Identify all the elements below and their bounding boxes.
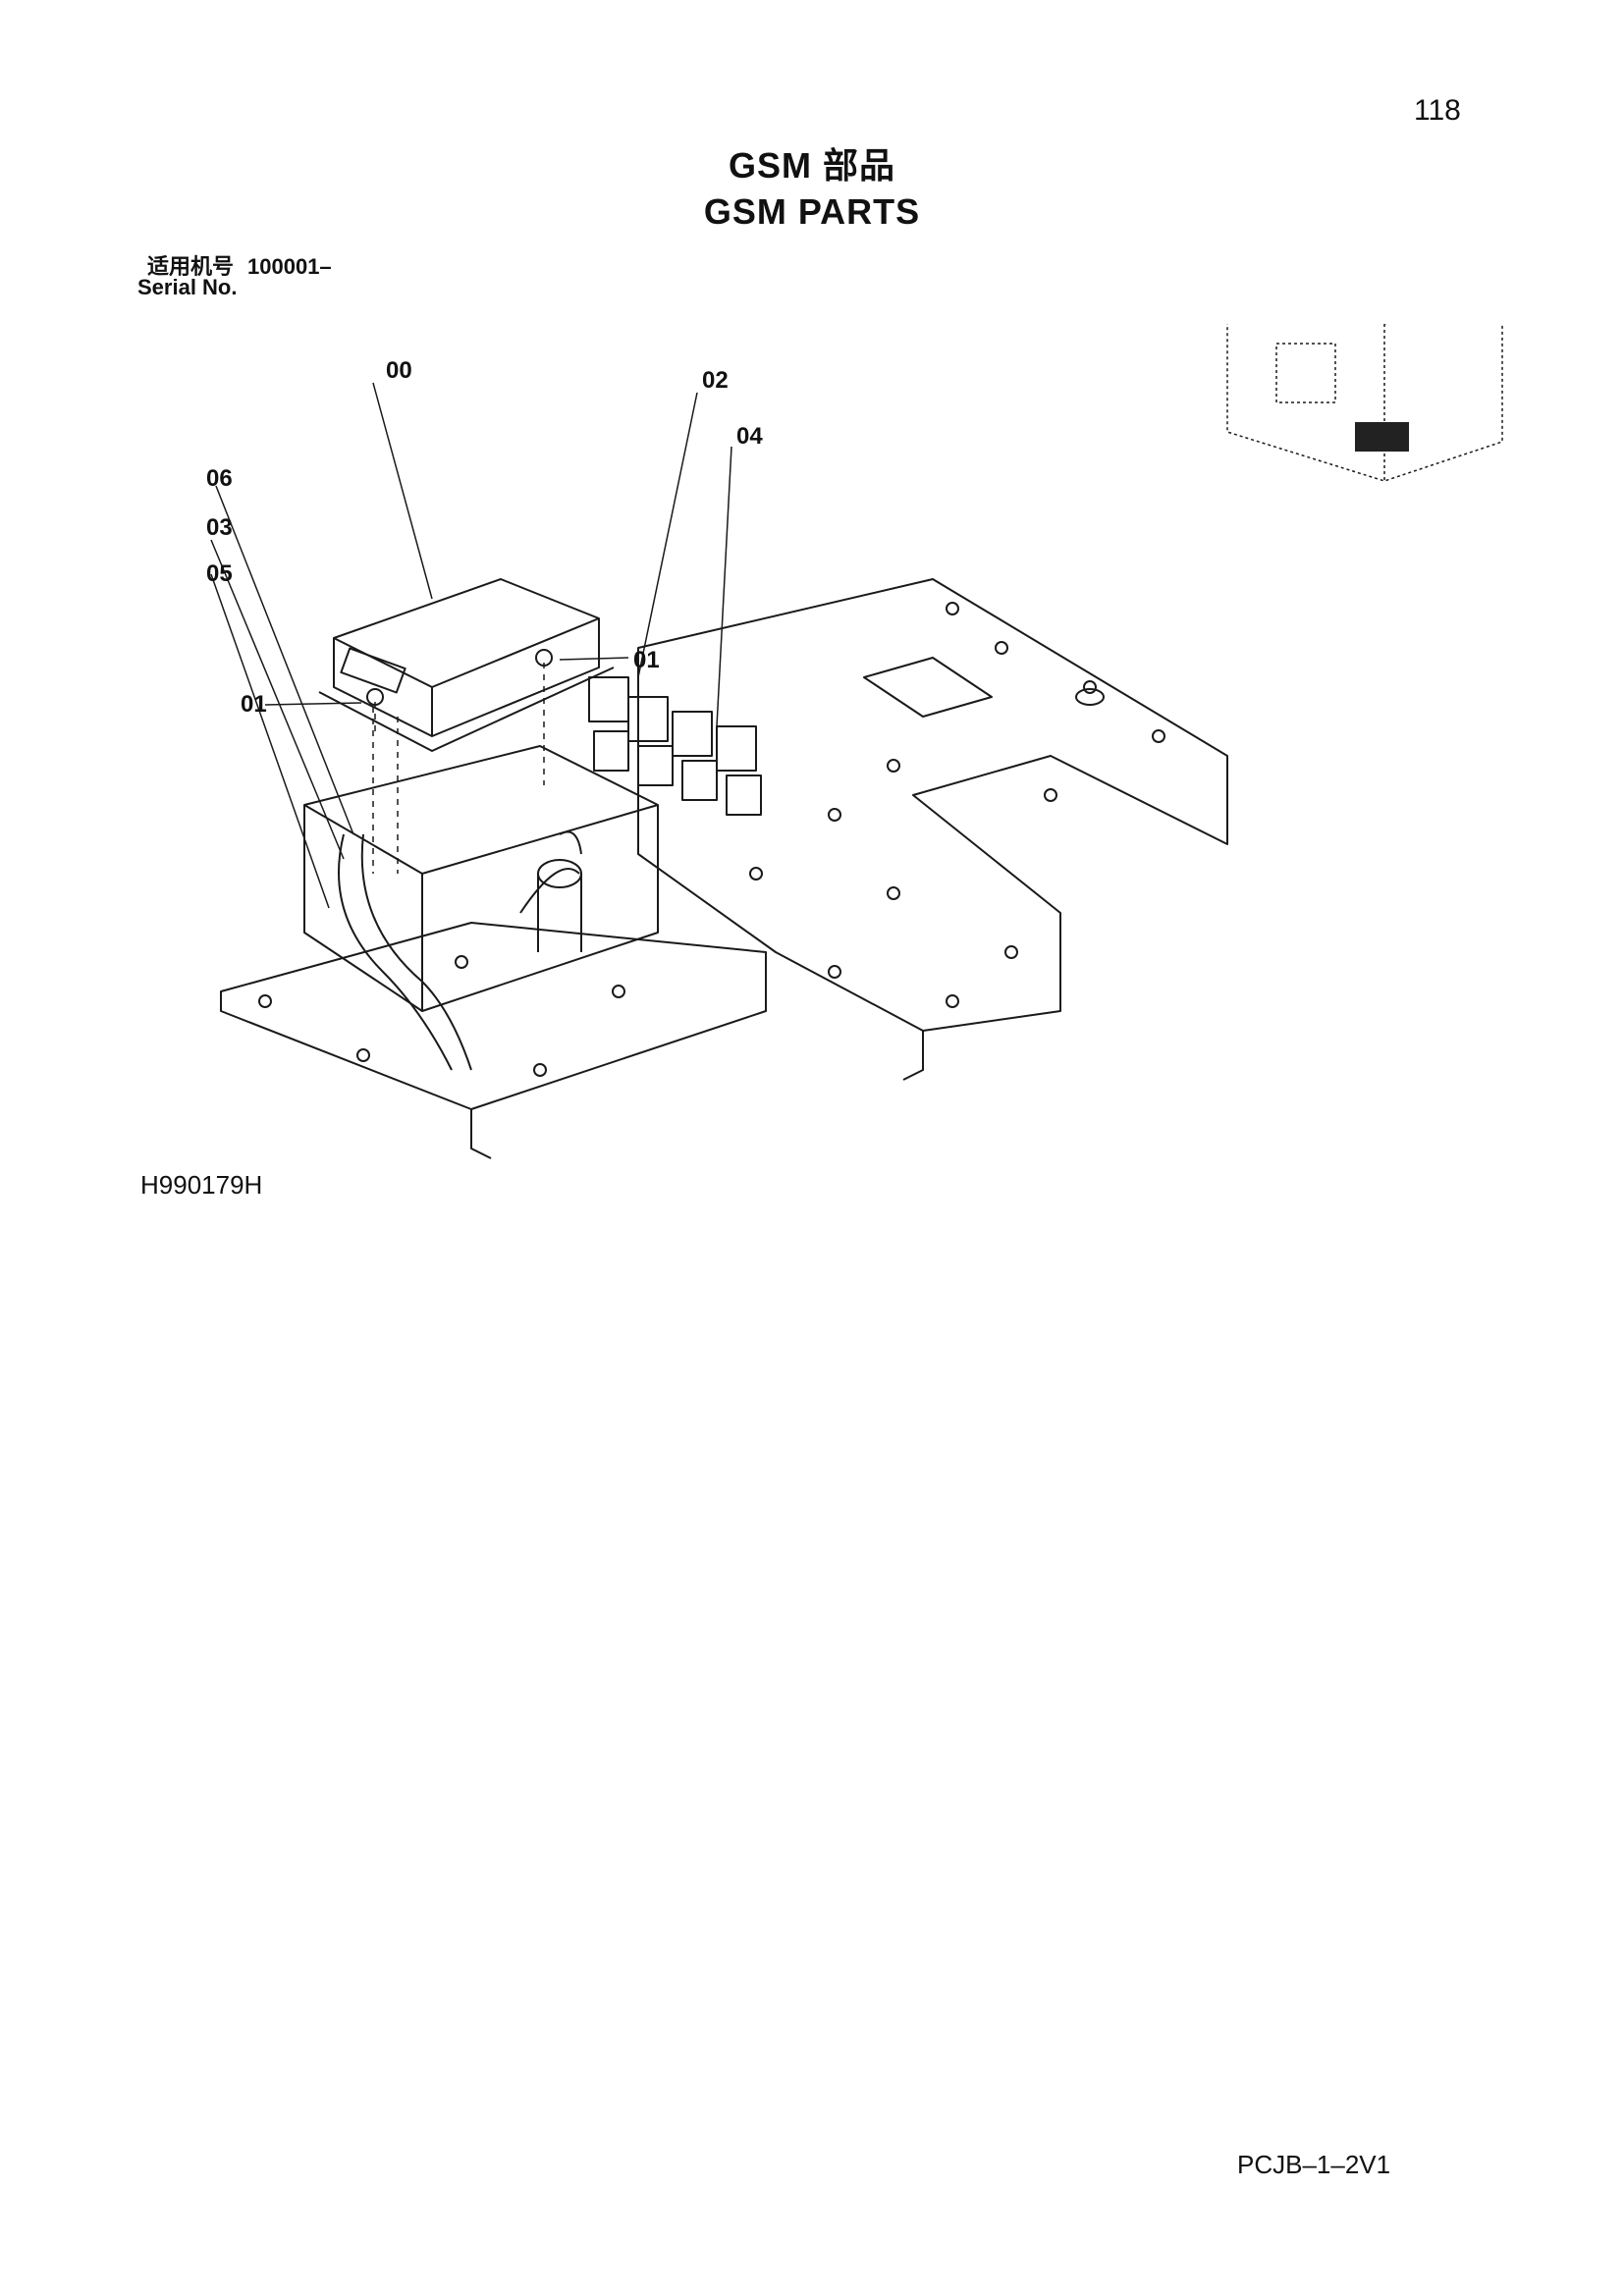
serial-line-cn: 适用机号 100001– bbox=[147, 249, 332, 281]
cab-inset-highlight bbox=[1355, 422, 1409, 452]
callout-03: 03 bbox=[206, 514, 233, 541]
callout-00: 00 bbox=[386, 357, 412, 384]
cab-inset-illustration bbox=[1226, 324, 1503, 482]
assembly-guide-lines bbox=[372, 663, 545, 874]
page-title-cn: GSM 部品 bbox=[728, 145, 895, 186]
callout-01-right: 01 bbox=[633, 647, 660, 673]
gsm-controller-box bbox=[318, 578, 615, 752]
callout-06: 06 bbox=[206, 465, 233, 492]
callout-05: 05 bbox=[206, 561, 233, 587]
mounting-plate bbox=[637, 578, 1228, 1081]
callout-leader-lines bbox=[210, 382, 732, 909]
cable-harness bbox=[338, 833, 580, 1071]
parts-diagram: 00 01 01 02 04 06 03 05 bbox=[206, 324, 1503, 1159]
bracket-plate bbox=[220, 922, 767, 1159]
bolt-icons bbox=[366, 649, 553, 706]
callout-04: 04 bbox=[736, 423, 763, 450]
serial-label-en: Serial No. bbox=[137, 275, 238, 299]
page-number: 118 bbox=[1414, 94, 1461, 127]
document-code: PCJB–1–2V1 bbox=[1237, 2150, 1391, 2179]
unit-frame bbox=[303, 745, 659, 1012]
cylinder-component bbox=[537, 830, 582, 952]
serial-label-cn: 适用机号 bbox=[147, 254, 235, 279]
serial-value: 100001– bbox=[247, 254, 332, 279]
drawing-number: H990179H bbox=[140, 1170, 263, 1200]
callout-01-left: 01 bbox=[241, 691, 267, 718]
relay-block bbox=[588, 676, 762, 816]
callout-02: 02 bbox=[702, 367, 729, 394]
page-title-en: GSM PARTS bbox=[703, 191, 921, 232]
